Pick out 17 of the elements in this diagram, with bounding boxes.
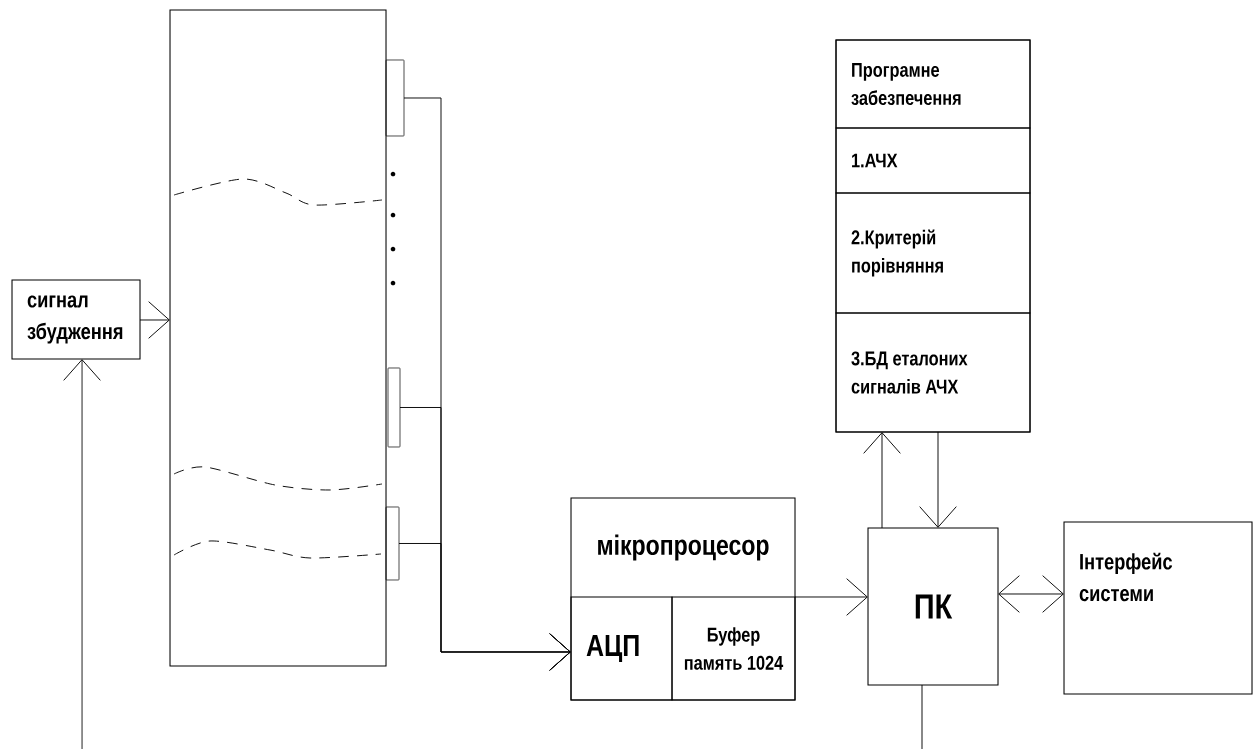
module-cell: Буфер память 1024 — [671, 596, 796, 701]
table-cell: 3.БД еталоних сигналів АЧХ — [835, 312, 1031, 433]
arrow — [863, 432, 901, 529]
process-box: сигнал збудження — [11, 279, 141, 360]
table-cell: 1.АЧХ — [835, 127, 1031, 194]
sensor-bar — [385, 59, 405, 137]
arrow — [63, 359, 101, 749]
arrow — [919, 431, 957, 528]
process-box: Інтерфейс системи — [1063, 521, 1253, 695]
sensor-bar — [387, 367, 401, 448]
process-box: ПК — [867, 527, 999, 686]
sensor-bar — [385, 506, 400, 581]
table-cell: 2.Критерій порівняння — [835, 192, 1031, 314]
arrow — [398, 543, 571, 671]
module-cell: АЦП — [570, 596, 673, 701]
table-cell: Програмне забезпечення — [835, 39, 1031, 129]
sensor-column — [169, 9, 387, 667]
